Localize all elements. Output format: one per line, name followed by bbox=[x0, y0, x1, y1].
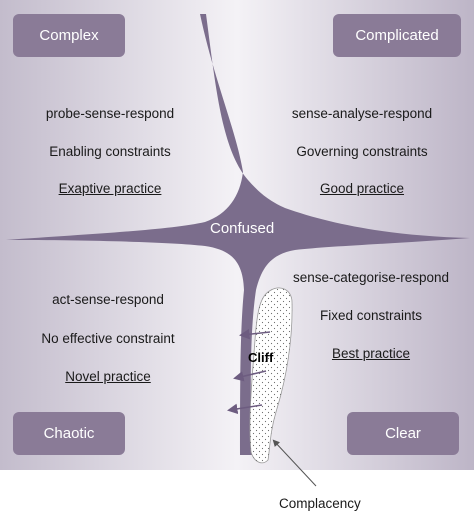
chaotic-constraints: No effective constraint bbox=[41, 331, 175, 346]
complex-title: Complex bbox=[39, 27, 99, 44]
clear-title: Clear bbox=[385, 425, 421, 442]
clear-constraints: Fixed constraints bbox=[319, 308, 423, 323]
cliff-arrow-3 bbox=[227, 403, 263, 415]
cliff-dot-pattern bbox=[249, 287, 293, 463]
chaotic-practice: Novel practice bbox=[65, 369, 151, 384]
chaotic-title-box: Chaotic bbox=[13, 412, 125, 455]
confused-label: Confused bbox=[210, 220, 275, 237]
cliff-label: Cliff bbox=[248, 350, 274, 365]
complicated-constraints: Governing constraints bbox=[296, 144, 428, 159]
clear-title-box: Clear bbox=[347, 412, 459, 455]
complicated-approach: sense-analyse-respond bbox=[291, 106, 433, 121]
domain-boundary-shape bbox=[6, 14, 470, 455]
complex-approach: probe-sense-respond bbox=[45, 106, 175, 121]
complacency-arrow bbox=[272, 439, 317, 487]
complex-practice: Exaptive practice bbox=[58, 181, 162, 196]
clear-practice: Best practice bbox=[331, 346, 411, 361]
complicated-title: Complicated bbox=[355, 27, 439, 44]
complex-title-box: Complex bbox=[13, 14, 125, 57]
cliff-arrow-1 bbox=[239, 328, 271, 340]
complicated-practice: Good practice bbox=[319, 181, 405, 196]
cliff-arrow-2 bbox=[233, 370, 267, 382]
complacency-label: Complacency bbox=[279, 496, 361, 511]
complicated-title-box: Complicated bbox=[333, 14, 461, 57]
chaotic-approach: act-sense-respond bbox=[52, 292, 164, 307]
clear-approach: sense-categorise-respond bbox=[292, 270, 450, 285]
complex-constraints: Enabling constraints bbox=[49, 144, 171, 159]
chaotic-title: Chaotic bbox=[43, 425, 95, 442]
